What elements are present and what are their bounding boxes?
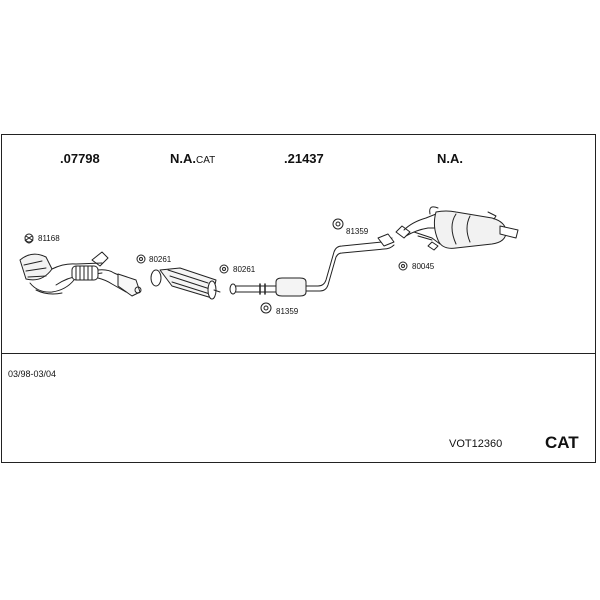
gasket-a-icon [136, 254, 146, 264]
catalytic-converter-icon [150, 267, 221, 300]
part-label-gasket-a: 80261 [149, 255, 172, 264]
rear-silencer-icon [395, 206, 519, 251]
group-label-2: N.A.CAT [170, 152, 215, 166]
divider-line [1, 353, 596, 354]
group-label-4: N.A. [437, 152, 463, 166]
manifold-downpipe-icon [19, 251, 142, 297]
group-main-2: N.A. [170, 151, 196, 166]
mount-upper-icon [332, 218, 344, 230]
group-main-3: .21437 [284, 151, 324, 166]
part-label-mount-lower: 81359 [276, 307, 299, 316]
type-label: CAT [545, 433, 579, 452]
part-label-gasket-rear: 80045 [412, 262, 435, 271]
date-range: 03/98-03/04 [8, 369, 57, 379]
group-main-4: N.A. [437, 151, 463, 166]
part-label-gasket-b: 80261 [233, 265, 256, 274]
gasket-rear-icon [398, 261, 408, 271]
group-main-1: .07798 [60, 151, 100, 166]
diagram-frame [1, 134, 596, 463]
middle-pipe-icon [229, 233, 395, 297]
mount-lower-icon [260, 302, 272, 314]
group-sub-2: CAT [196, 155, 216, 166]
clamp-icon [24, 233, 34, 244]
kit-code: VOT12360 [449, 438, 503, 450]
group-label-1: .07798 [60, 152, 100, 166]
gasket-b-icon [219, 264, 229, 274]
part-label-mount-upper: 81359 [346, 227, 369, 236]
group-label-3: .21437 [284, 152, 324, 166]
part-label-clamp: 81168 [38, 234, 60, 243]
